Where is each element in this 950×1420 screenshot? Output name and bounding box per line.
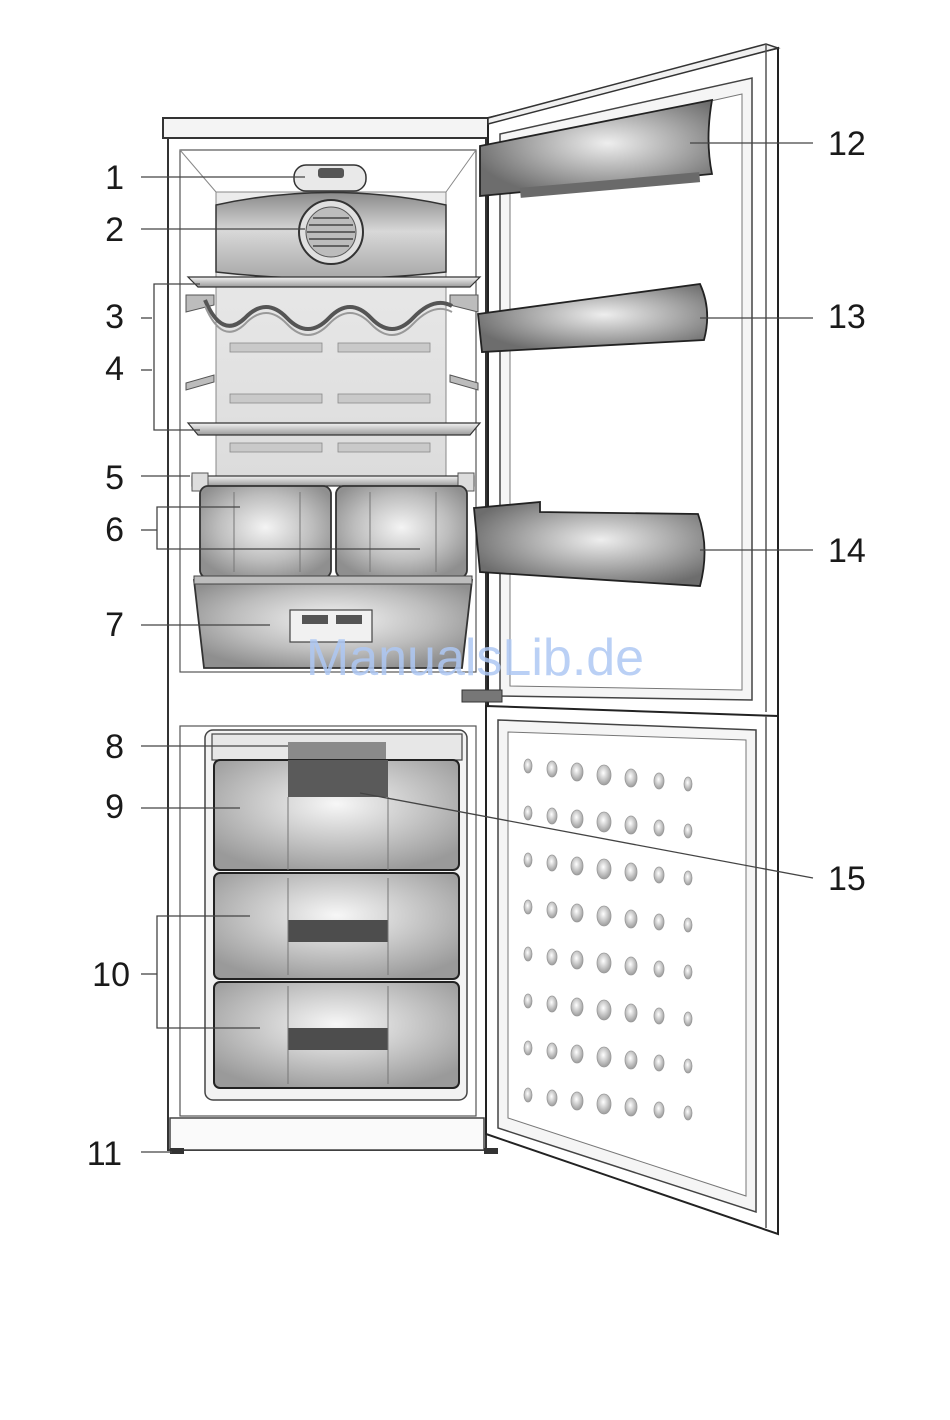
foot-left bbox=[170, 1148, 184, 1154]
foot-right bbox=[484, 1148, 498, 1154]
freezer-drawers bbox=[214, 760, 459, 1088]
label-1: 1 bbox=[105, 159, 124, 197]
freezer-drawer-bottom bbox=[214, 982, 459, 1088]
door-dimple bbox=[597, 953, 611, 973]
label-8: 8 bbox=[105, 728, 124, 766]
door-dimple bbox=[684, 918, 692, 932]
top-panel bbox=[163, 118, 488, 138]
door-dimple bbox=[547, 1043, 557, 1059]
door-dimple bbox=[684, 871, 692, 885]
label-3: 3 bbox=[105, 298, 124, 336]
label-11: 11 bbox=[87, 1135, 122, 1173]
lamp-housing bbox=[294, 165, 366, 191]
label-2: 2 bbox=[105, 211, 124, 249]
door-dimple bbox=[654, 1008, 664, 1024]
door-dimple bbox=[571, 904, 583, 922]
door-dimple bbox=[625, 863, 637, 881]
door-dimple bbox=[654, 961, 664, 977]
door-dimple bbox=[654, 1102, 664, 1118]
door-shelf-bottles bbox=[474, 502, 705, 586]
freezer-drawer-top bbox=[214, 760, 459, 870]
door-dimple bbox=[597, 906, 611, 926]
door-dimple bbox=[654, 1055, 664, 1071]
door-dimple bbox=[597, 1000, 611, 1020]
door-dimple bbox=[684, 1059, 692, 1073]
door-dimple bbox=[571, 763, 583, 781]
crisper-right bbox=[336, 486, 467, 578]
door-dimple bbox=[654, 914, 664, 930]
door-dimple bbox=[524, 947, 532, 961]
freezer-drawer-middle bbox=[214, 873, 459, 979]
label-14: 14 bbox=[828, 532, 866, 570]
door-dimple bbox=[597, 1094, 611, 1114]
door-dimple bbox=[524, 994, 532, 1008]
door-dimple bbox=[547, 1090, 557, 1106]
door-dimple bbox=[684, 1106, 692, 1120]
door-dimple bbox=[684, 777, 692, 791]
label-13: 13 bbox=[828, 298, 866, 336]
door-dimple bbox=[571, 810, 583, 828]
door-dimple bbox=[571, 1092, 583, 1110]
watermark: ManualsLib.de bbox=[306, 629, 644, 687]
door-dimple bbox=[625, 957, 637, 975]
door-dimple bbox=[524, 759, 532, 773]
door-dimple bbox=[625, 1051, 637, 1069]
door-dimple bbox=[625, 769, 637, 787]
door-dimple bbox=[625, 910, 637, 928]
door-dimple bbox=[571, 857, 583, 875]
door-dimple bbox=[524, 1041, 532, 1055]
door-dimple bbox=[597, 859, 611, 879]
freezer-door bbox=[486, 706, 778, 1234]
door-dimple bbox=[654, 773, 664, 789]
door-dimple bbox=[571, 1045, 583, 1063]
freezer-top-cover bbox=[212, 734, 462, 760]
label-9: 9 bbox=[105, 788, 124, 826]
label-4: 4 bbox=[105, 350, 124, 388]
base-plinth bbox=[170, 1118, 484, 1150]
door-dimple bbox=[597, 765, 611, 785]
label-15: 15 bbox=[828, 860, 866, 898]
door-dimple bbox=[547, 761, 557, 777]
door-dimple bbox=[597, 812, 611, 832]
door-dimple bbox=[684, 1012, 692, 1026]
label-6: 6 bbox=[105, 511, 124, 549]
door-dimple bbox=[597, 1047, 611, 1067]
door-dimple bbox=[684, 824, 692, 838]
door-dimple bbox=[654, 867, 664, 883]
door-dimple bbox=[684, 965, 692, 979]
door-dimple bbox=[571, 951, 583, 969]
door-dimple bbox=[547, 855, 557, 871]
door-dimple bbox=[547, 949, 557, 965]
label-12: 12 bbox=[828, 125, 866, 163]
crisper-left bbox=[200, 486, 331, 578]
middle-hinge bbox=[462, 690, 502, 702]
label-7: 7 bbox=[105, 606, 124, 644]
door-dimple bbox=[547, 808, 557, 824]
door-dimple bbox=[625, 1004, 637, 1022]
label-10: 10 bbox=[92, 956, 130, 994]
door-dimple bbox=[547, 996, 557, 1012]
door-dimple bbox=[625, 1098, 637, 1116]
door-dimple bbox=[524, 806, 532, 820]
door-dimple bbox=[571, 998, 583, 1016]
door-dimple bbox=[547, 902, 557, 918]
door-dimple bbox=[524, 900, 532, 914]
door-dimple bbox=[625, 816, 637, 834]
fan-cover bbox=[216, 193, 446, 279]
label-5: 5 bbox=[105, 459, 124, 497]
door-dimple bbox=[524, 853, 532, 867]
door-dimple bbox=[654, 820, 664, 836]
door-dimple bbox=[524, 1088, 532, 1102]
